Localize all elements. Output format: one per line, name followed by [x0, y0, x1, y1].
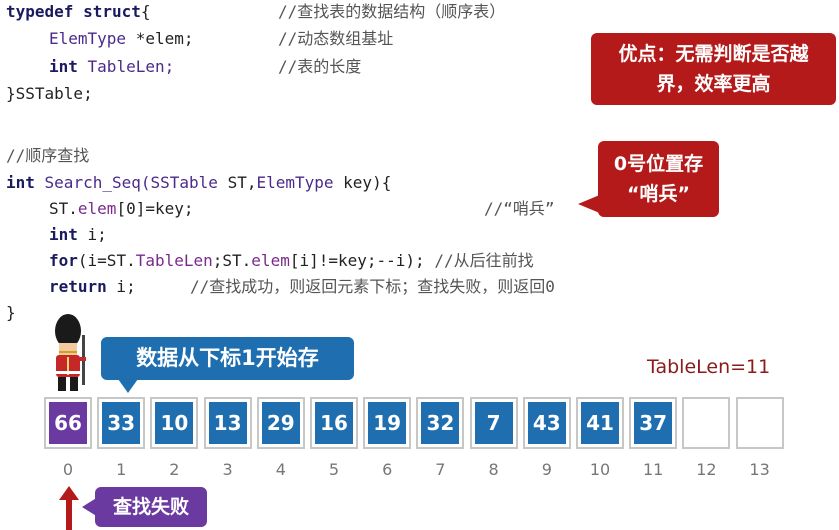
type-name: ElemType	[49, 29, 127, 48]
array-cell: 19	[363, 397, 412, 449]
array-cell-value: 43	[527, 402, 566, 444]
array-cell	[682, 397, 731, 449]
array-cell-value: 33	[102, 402, 141, 444]
code-line-5: //顺序查找	[6, 146, 90, 165]
code-line-10: return i;	[49, 275, 136, 299]
advantage-text: 优点：无需判断是否越界，效率更高	[618, 43, 809, 95]
start-index-callout: 数据从下标1开始存	[101, 337, 354, 380]
array-cell-value: 10	[155, 402, 194, 444]
code-line-8: int i;	[49, 223, 107, 247]
code-text: ST,	[217, 173, 257, 192]
array-index-label: 12	[696, 460, 717, 479]
code-text: {	[140, 2, 151, 21]
type-name: ElemType	[256, 173, 334, 192]
array-cell: 13	[203, 397, 252, 449]
array-cell: 7	[469, 397, 518, 449]
array-cell-value: 13	[208, 402, 247, 444]
keyword: int	[49, 225, 78, 244]
array-index-label: 13	[749, 460, 770, 479]
code-text: TableLen;	[77, 57, 175, 76]
code-comment-7: //“哨兵”	[484, 199, 555, 218]
array-cell: 16	[310, 397, 358, 449]
sentinel-text-line1: 0号位置存	[613, 153, 704, 175]
array-cell-sentinel: 66	[44, 397, 92, 449]
type-name: SSTable	[150, 173, 218, 192]
code-text: ;ST.	[212, 251, 252, 270]
array-index-label: 2	[169, 460, 180, 479]
field-name: elem	[77, 199, 117, 218]
code-text: [i]!=key;--i);	[289, 251, 425, 270]
array-index-label: 4	[275, 460, 286, 479]
arrow-up-icon	[59, 486, 79, 530]
array-index-label: 9	[541, 460, 552, 479]
array-cell: 29	[256, 397, 305, 449]
code-comment: //从后往前找	[424, 251, 534, 270]
array-index-label: 7	[435, 460, 446, 479]
array-cell: 41	[576, 397, 624, 449]
array-index-label: 11	[643, 460, 664, 479]
array-index-label: 10	[589, 460, 611, 479]
field-name: elem	[251, 251, 290, 270]
array-cell: 33	[97, 397, 146, 449]
start-index-text: 数据从下标1开始存	[136, 346, 319, 370]
array-cell-value: 37	[634, 402, 673, 444]
array-cell: 43	[522, 397, 571, 449]
code-line-3: int TableLen;	[49, 55, 174, 79]
array-cell-value: 19	[368, 402, 407, 444]
code-line-4: }SSTable;	[6, 84, 93, 103]
code-comment-2: //动态数组基址	[278, 29, 394, 48]
royal-guard-icon	[55, 314, 86, 391]
start-index-callout-tail	[118, 379, 138, 393]
code-line-6: int Search_Seq(SSTable ST,ElemType key){	[6, 171, 391, 195]
sentinel-text-line2: “哨兵”	[627, 183, 690, 205]
function-name: Search_Seq(	[34, 173, 151, 192]
array-cell: 37	[629, 397, 678, 449]
array-cell: 10	[150, 397, 199, 449]
keyword: return	[49, 277, 107, 296]
array-cell: 32	[416, 397, 465, 449]
keyword: for	[49, 251, 78, 270]
code-line-7: ST.elem[0]=key;	[49, 197, 194, 221]
code-text: i;	[77, 225, 107, 244]
code-comment-1: //查找表的数据结构（顺序表）	[278, 2, 506, 21]
search-failed-text: 查找失败	[112, 496, 189, 518]
keyword: typedef struct	[6, 2, 141, 21]
keyword: int	[49, 57, 78, 76]
array-cell-value: 41	[581, 402, 619, 444]
array-cell-value: 16	[315, 402, 353, 444]
array-cell-value: 7	[474, 402, 513, 444]
array-cell-value: 29	[261, 402, 300, 444]
code-line-1: typedef struct{	[6, 0, 151, 24]
array-index-label: 3	[222, 460, 233, 479]
field-name: TableLen	[135, 251, 213, 270]
search-failed-callout: 查找失败	[95, 487, 207, 527]
code-line-2: ElemType *elem;	[49, 27, 194, 51]
advantage-callout: 优点：无需判断是否越界，效率更高	[591, 33, 836, 105]
code-text: [0]=key;	[116, 199, 194, 218]
code-text: key){	[333, 173, 392, 192]
array-cell-value: 32	[421, 402, 460, 444]
code-comment-3: //表的长度	[278, 57, 362, 76]
code-text: (i=ST.	[77, 251, 136, 270]
code-line-9: for(i=ST.TableLen;ST.elem[i]!=key;--i); …	[49, 249, 534, 273]
array-cell-value: 66	[49, 402, 87, 444]
tablelen-label: TableLen=11	[647, 356, 771, 378]
array-index-label: 5	[328, 460, 340, 479]
array-index-label: 6	[382, 460, 393, 479]
array-index-label: 0	[62, 460, 74, 479]
search-failed-callout-tail	[82, 497, 98, 517]
code-text: ST.	[49, 199, 78, 218]
code-text: *elem;	[126, 29, 194, 48]
code-line-11: }	[6, 303, 16, 322]
keyword: int	[6, 173, 35, 192]
sentinel-callout-tail	[578, 194, 602, 214]
code-comment-10: //查找成功，则返回元素下标；查找失败，则返回0	[190, 277, 555, 296]
code-text: i;	[106, 277, 136, 296]
array-index-label: 1	[116, 460, 127, 479]
array-index-label: 8	[488, 460, 499, 479]
sentinel-callout: 0号位置存 “哨兵”	[598, 141, 719, 217]
array-cell	[735, 397, 784, 449]
